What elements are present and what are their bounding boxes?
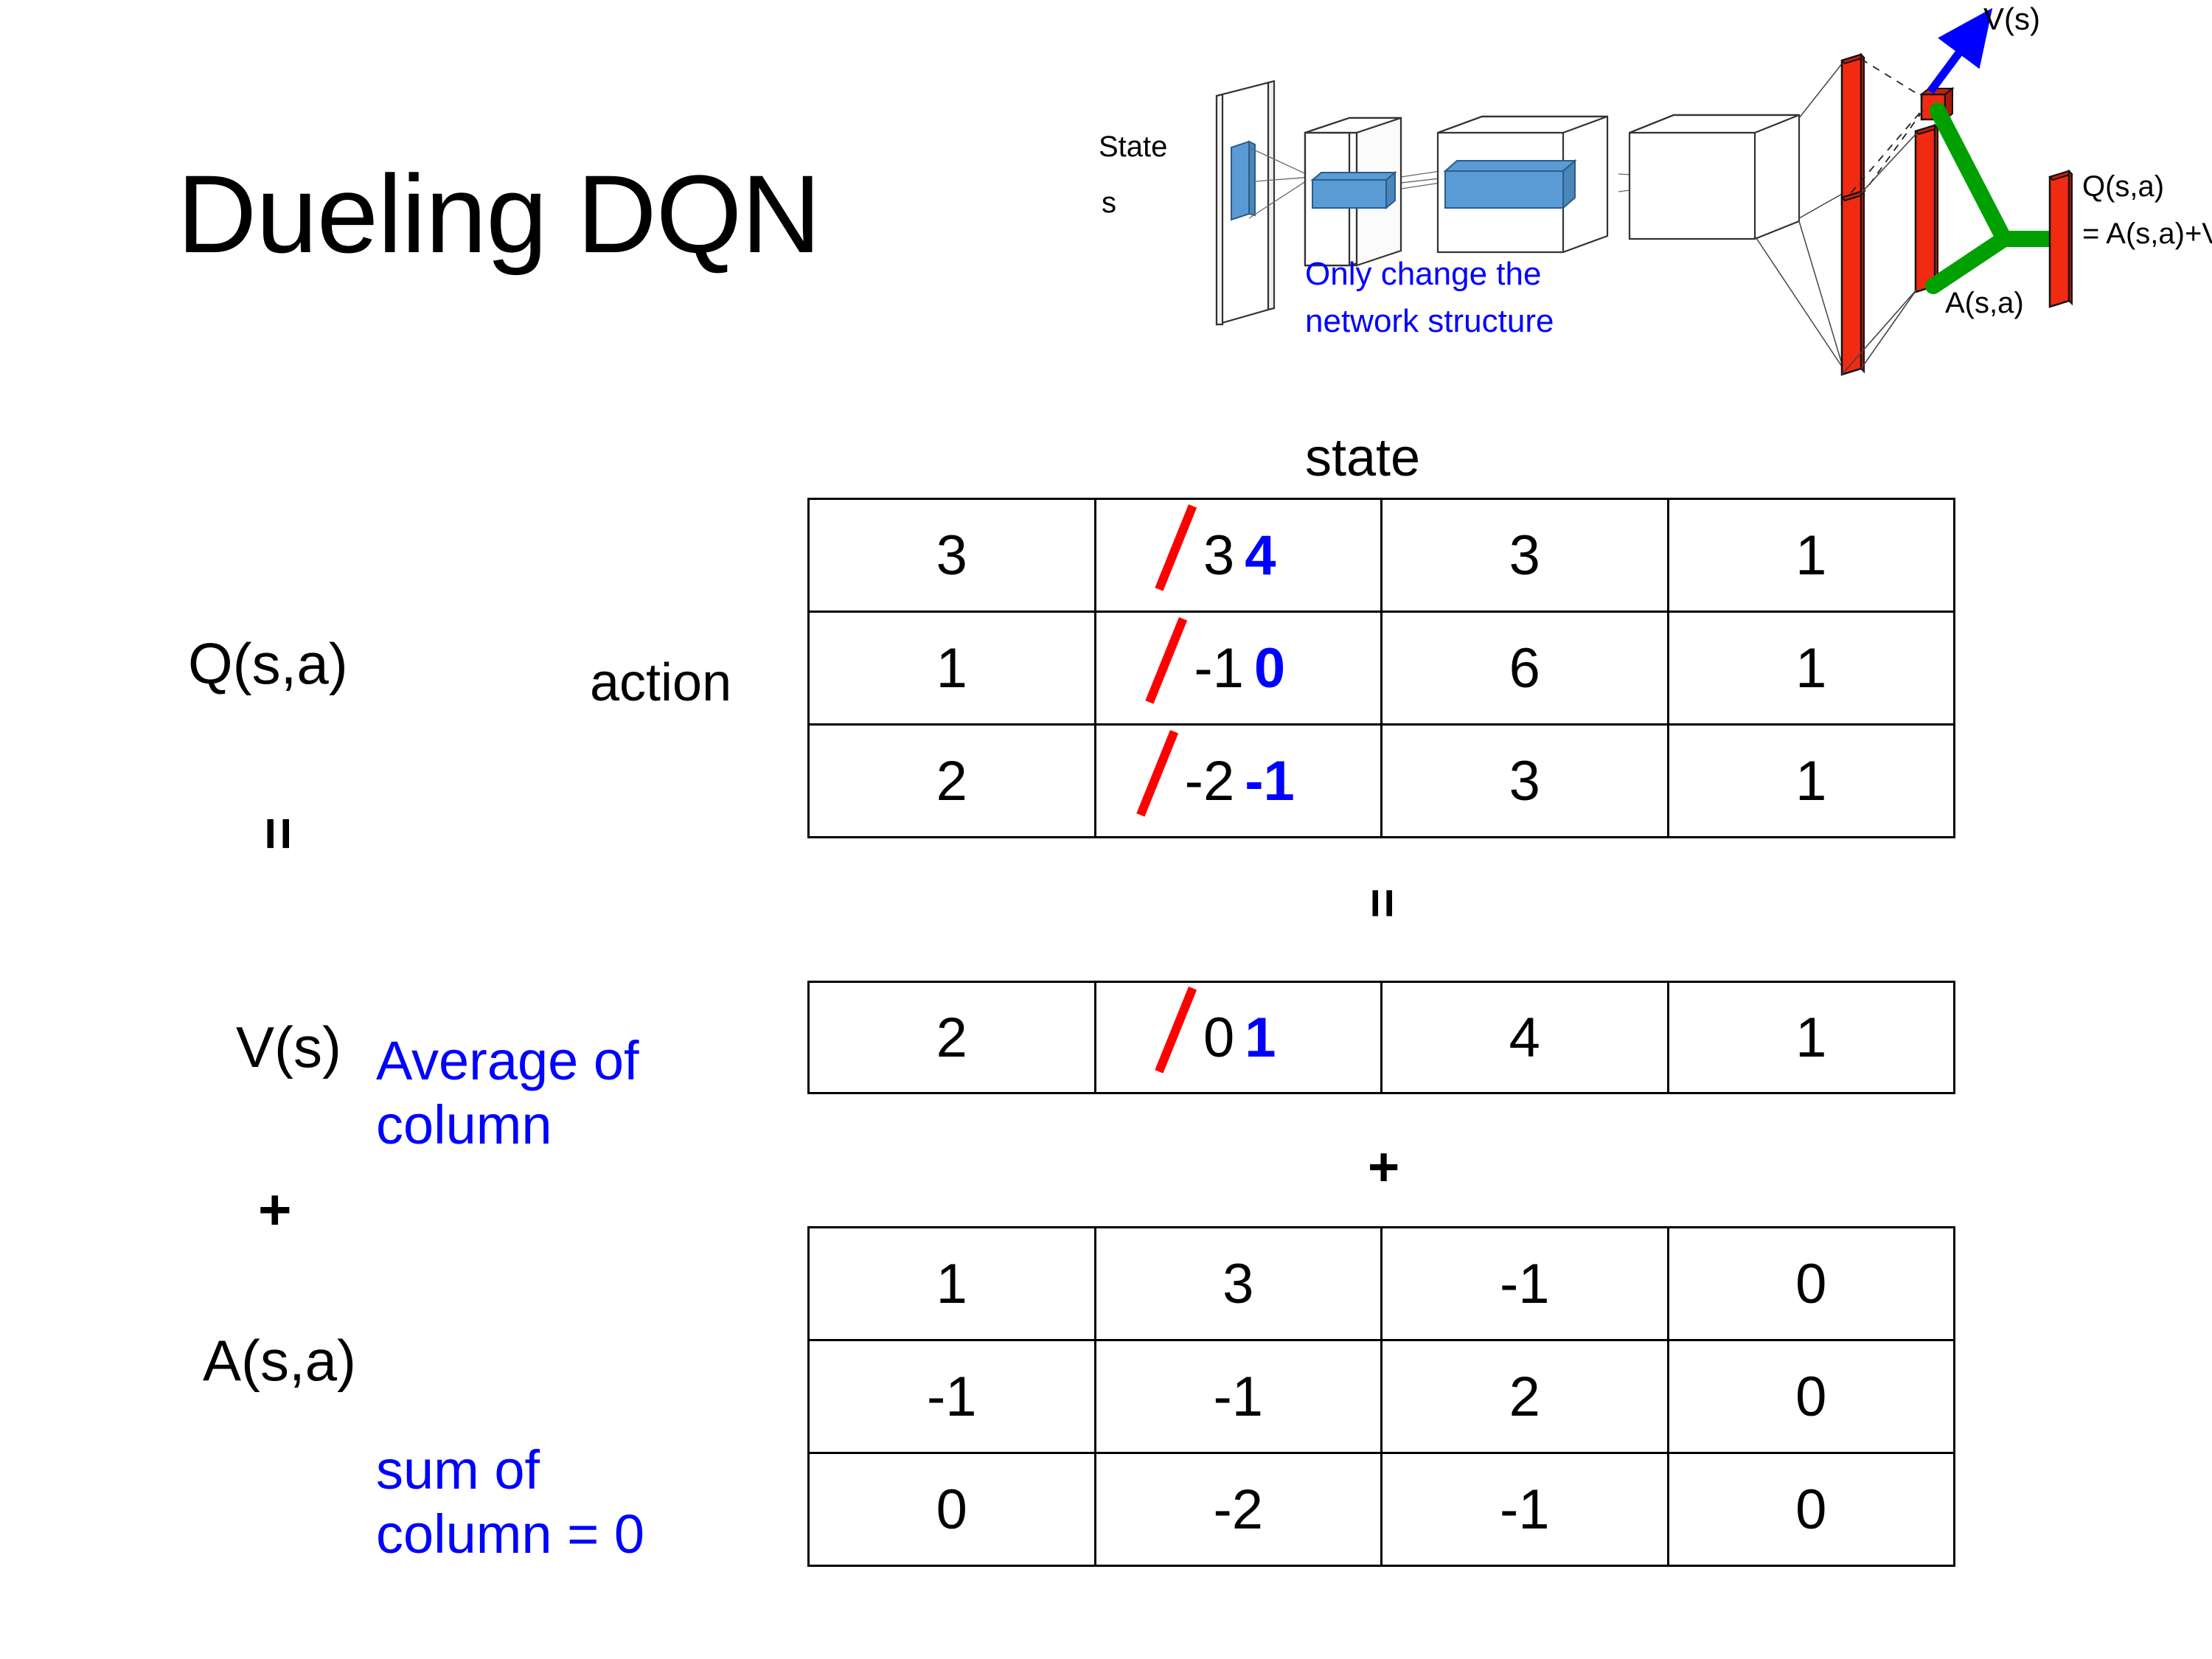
table-cell[interactable]: -1 [807,1339,1096,1454]
table-cell[interactable]: 2 [807,723,1096,838]
sum-note-line1: sum of [376,1439,540,1500]
diagram-q-label-line2: = A(s,a)+V(s) [2082,218,2212,250]
table-cell[interactable]: 3 [1380,723,1669,838]
average-note-line1: Average of [376,1030,639,1091]
table-cell[interactable]: 0 [1666,1339,1955,1454]
corrected-new-value: -1 [1245,749,1295,813]
action-axis-label: action [590,653,732,712]
v-function-label: V(s) [236,1015,341,1079]
table-cell[interactable]: 1 [807,1226,1096,1341]
table-cell[interactable]: 3 [1380,498,1669,613]
struck-old-value: 0 [1200,1006,1237,1070]
plus-sign-middle: + [1368,1136,1400,1197]
table-cell[interactable]: 0 [1666,1452,1955,1567]
corrected-new-value: 0 [1253,636,1286,700]
table-cell[interactable]: 0 [1666,1226,1955,1341]
diagram-state-label-line1: State [1099,131,1167,163]
table-cell[interactable]: 3 [1093,1226,1382,1341]
diagram-v-label: V(s) [1983,1,2040,36]
equals-sign-middle: = [1354,888,1412,919]
table-cell[interactable]: -1 [1380,1452,1669,1567]
diagram-note-line1: Only change the [1305,256,1541,292]
table-cell[interactable]: 1 [807,611,1096,726]
a-function-label: A(s,a) [203,1328,357,1393]
value-stream-bar-icon [1840,52,1865,205]
table-cell[interactable]: 1 [1666,611,1955,726]
diagram-a-label: A(s,a) [1945,287,2024,319]
network-diagram: V(s) Q(s,a) = [1091,0,2212,413]
table-cell[interactable]: 2 [1380,1339,1669,1454]
sum-of-column-note: sum of column = 0 [376,1438,644,1567]
equals-sign-left: = [246,816,312,851]
table-cell[interactable]: 1 [1666,498,1955,613]
advantage-stream-bar-icon [1840,189,1865,376]
table-cell[interactable]: 0 [807,1452,1096,1567]
advantage-links [1841,132,1918,375]
merge-connector-icon [1925,102,2065,294]
table-cell[interactable]: 2 [807,981,1096,1094]
conv-filter-input-icon [1231,140,1256,221]
plus-sign-left: + [258,1177,292,1242]
table-cell[interactable]: 3 [807,498,1096,613]
diagram-state-label-line2: s [1102,187,1116,219]
conv-filter-1-icon [1310,170,1397,210]
page-title: Dueling DQN [177,152,821,276]
split-lines [1754,61,1844,369]
conv-block-3-icon [1628,114,1801,240]
table-cell[interactable]: 4 [1380,981,1669,1094]
diagram-note-line2: network structure [1305,303,1554,339]
average-note-line2: column [376,1094,552,1156]
conv-filter-2-icon [1443,159,1577,210]
table-cell[interactable]: 1 [1666,981,1955,1094]
diagram-q-label-line1: Q(s,a) [2082,170,2164,203]
struck-old-value: -2 [1182,749,1238,813]
struck-old-value: 3 [1200,524,1237,588]
table-cell[interactable]: -1 [1093,1339,1382,1454]
table-cell[interactable]: -2 [1093,1452,1382,1567]
corrected-new-value: 1 [1245,1006,1276,1069]
network-diagram-svg: V(s) Q(s,a) = [1099,1,2212,376]
sum-note-line2: column = 0 [376,1503,645,1565]
correction-group: -2-1 [1182,749,1295,813]
table-cell-corrected[interactable]: -2-1 [1093,723,1382,838]
state-axis-label: state [1305,428,1421,487]
average-of-column-note: Average of column [376,1029,639,1158]
v-arrow-icon [1927,7,1993,94]
q-function-label: Q(s,a) [188,631,348,696]
advantage-output-bar-icon [1914,123,1939,293]
table-cell[interactable]: -1 [1380,1226,1669,1341]
corrected-new-value: 4 [1245,524,1276,587]
q-output-bar-icon [2048,169,2073,308]
struck-old-value: -1 [1191,636,1247,700]
table-cell[interactable]: 6 [1380,611,1669,726]
table-cell[interactable]: 1 [1666,723,1955,838]
